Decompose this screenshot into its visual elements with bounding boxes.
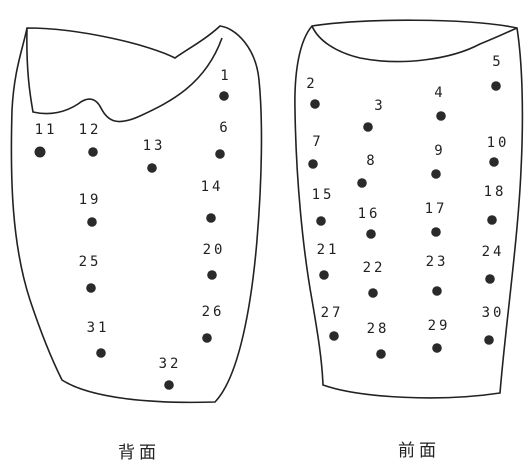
point-19 <box>87 217 97 227</box>
label-4: 4 <box>434 85 445 101</box>
point-5 <box>491 81 501 91</box>
point-1 <box>219 91 229 101</box>
point-23 <box>432 286 442 296</box>
point-4 <box>436 111 446 121</box>
label-15: 15 <box>312 187 335 203</box>
label-32: 32 <box>159 356 182 372</box>
label-1: 1 <box>220 68 231 84</box>
point-30 <box>484 335 494 345</box>
label-5: 5 <box>492 54 503 70</box>
front-caption: 前面 <box>398 441 440 461</box>
point-9 <box>431 169 441 179</box>
label-8: 8 <box>366 153 377 169</box>
front-occlusal-rim <box>312 26 517 62</box>
label-27: 27 <box>321 305 344 321</box>
label-20: 20 <box>203 242 226 258</box>
label-7: 7 <box>312 134 323 150</box>
label-24: 24 <box>482 244 505 260</box>
point-28 <box>376 349 386 359</box>
label-22: 22 <box>363 260 386 276</box>
label-14: 14 <box>201 179 224 195</box>
label-18: 18 <box>484 184 507 200</box>
point-15 <box>316 216 326 226</box>
label-6: 6 <box>219 120 230 136</box>
label-19: 19 <box>79 192 102 208</box>
point-25 <box>86 283 96 293</box>
point-21 <box>319 270 329 280</box>
label-2: 2 <box>306 76 317 92</box>
point-3 <box>363 122 373 132</box>
label-31: 31 <box>87 320 110 336</box>
point-32 <box>164 380 174 390</box>
label-23: 23 <box>426 254 449 270</box>
label-9: 9 <box>434 143 445 159</box>
point-2 <box>310 99 320 109</box>
point-12 <box>88 147 98 157</box>
point-6 <box>215 149 225 159</box>
point-24 <box>485 274 495 284</box>
point-18 <box>487 215 497 225</box>
back-panel: 1 6 11 12 13 14 19 20 25 26 31 32 背面 <box>11 26 261 463</box>
label-26: 26 <box>202 304 225 320</box>
point-17 <box>431 227 441 237</box>
point-20 <box>207 270 217 280</box>
label-10: 10 <box>487 135 510 151</box>
label-3: 3 <box>374 98 385 114</box>
label-12: 12 <box>79 122 102 138</box>
label-17: 17 <box>425 201 448 217</box>
point-7 <box>308 159 318 169</box>
label-30: 30 <box>482 305 505 321</box>
back-caption: 背面 <box>118 443 160 463</box>
label-21: 21 <box>317 242 340 258</box>
back-occlusal-rim <box>27 28 222 122</box>
point-31 <box>96 348 106 358</box>
point-11 <box>35 147 46 158</box>
front-panel: 2 3 4 5 7 8 9 10 15 16 17 18 21 22 23 24 <box>295 20 523 461</box>
label-13: 13 <box>143 138 166 154</box>
point-22 <box>368 288 378 298</box>
point-14 <box>206 213 216 223</box>
point-10 <box>489 157 499 167</box>
label-28: 28 <box>367 321 390 337</box>
point-29 <box>432 343 442 353</box>
label-16: 16 <box>358 206 381 222</box>
label-29: 29 <box>428 318 451 334</box>
point-8 <box>357 178 367 188</box>
point-13 <box>147 163 157 173</box>
point-27 <box>329 331 339 341</box>
point-26 <box>202 333 212 343</box>
point-16 <box>366 229 376 239</box>
label-25: 25 <box>79 254 102 270</box>
label-11: 11 <box>35 122 58 138</box>
